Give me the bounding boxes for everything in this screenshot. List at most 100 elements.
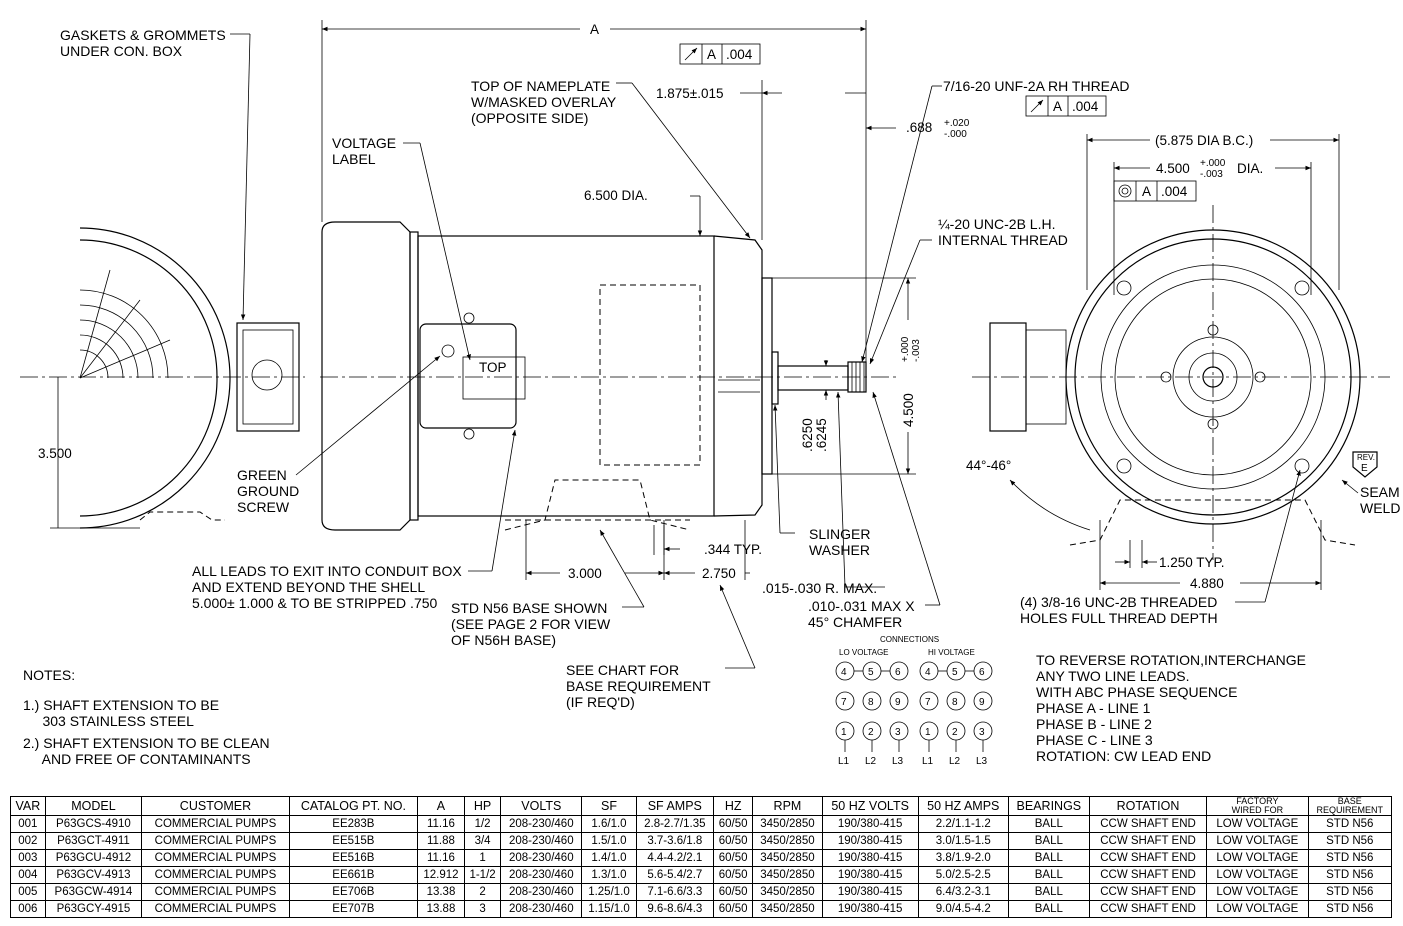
dim-688: .688 (906, 120, 932, 135)
hi-voltage-label: HI VOLTAGE (928, 648, 975, 657)
svg-text:E: E (1361, 463, 1368, 474)
table-cell: 2.2/1.1-1.2 (917, 815, 1009, 833)
terminal-number: 4 (925, 667, 931, 678)
table-cell: 2.8-2.7/1.35 (635, 815, 714, 833)
table-cell: 1.5/1.0 (581, 832, 637, 850)
table-cell: 003 (10, 849, 46, 867)
table-cell: EE707B (288, 900, 419, 918)
table-cell: 3450/2850 (752, 866, 823, 884)
table-cell: COMMERCIAL PUMPS (141, 849, 290, 867)
table-cell: 1/2 (463, 815, 502, 833)
table-cell: LOW VOLTAGE (1206, 900, 1309, 918)
column-header: SF (581, 796, 637, 816)
terminal-number: 1 (841, 727, 847, 738)
table-cell: P63GCU-4912 (44, 849, 143, 867)
std-base-callout: STD N56 BASE SHOWN (SEE PAGE 2 FOR VIEW … (451, 600, 611, 648)
table-cell: EE706B (288, 883, 419, 901)
table-cell: 60/50 (712, 849, 754, 867)
table-cell: 208-230/460 (500, 883, 583, 901)
table-cell: 1-1/2 (463, 866, 502, 884)
table-cell: 004 (10, 866, 46, 884)
svg-text:+.020: +.020 (944, 118, 970, 129)
table-cell: STD N56 (1307, 832, 1393, 850)
side-view (320, 221, 900, 531)
dim-angle: 44°-46° (966, 458, 1011, 473)
dim-344: .344 TYP. (704, 542, 762, 557)
dim-1250: 1.250 TYP. (1159, 555, 1225, 570)
table-cell: BALL (1007, 866, 1090, 884)
table-cell: 006 (10, 900, 46, 918)
green-ground-callout: GREEN GROUND SCREW (237, 467, 300, 515)
table-cell: 1.25/1.0 (581, 883, 637, 901)
table-cell: COMMERCIAL PUMPS (141, 815, 290, 833)
table-cell: COMMERCIAL PUMPS (141, 832, 290, 850)
table-cell: 5.6-5.4/2.7 (635, 866, 714, 884)
table-cell: 3450/2850 (752, 815, 823, 833)
dim-4500-pilot: 4.500 (901, 393, 916, 427)
table-cell: 12.912 (417, 866, 465, 884)
see-chart-callout: SEE CHART FOR BASE REQUIREMENT (IF REQ'D… (566, 662, 711, 710)
table-cell: STD N56 (1307, 900, 1393, 918)
svg-text:-.003: -.003 (1200, 169, 1223, 180)
svg-text:.004: .004 (726, 47, 753, 62)
table-cell: 13.88 (417, 900, 465, 918)
table-cell: 5.0/2.5-2.5 (917, 866, 1009, 884)
gaskets-callout: GASKETS & GROMMETS UNDER CON. BOX (60, 27, 226, 59)
terminal-number: 7 (925, 697, 931, 708)
table-cell: LOW VOLTAGE (1206, 815, 1309, 833)
radius-callout: .015-.030 R. MAX. (762, 580, 878, 596)
column-header: MODEL (44, 796, 143, 816)
table-cell: 4.4-4.2/2.1 (635, 849, 714, 867)
front-end-view (972, 205, 1390, 560)
table-cell: BALL (1007, 883, 1090, 901)
terminal-number: 9 (979, 697, 985, 708)
svg-text:-.003: -.003 (911, 339, 922, 362)
line-label: L3 (892, 756, 904, 767)
terminal-circle (862, 691, 882, 711)
table-cell: LOW VOLTAGE (1206, 832, 1309, 850)
table-cell: LOW VOLTAGE (1206, 866, 1309, 884)
svg-text:.004: .004 (1161, 184, 1188, 199)
terminal-number: 3 (979, 727, 985, 738)
table-cell: STD N56 (1307, 883, 1393, 901)
connections-title: CONNECTIONS (880, 635, 939, 644)
svg-text:+.000: +.000 (1200, 158, 1226, 169)
column-header: ROTATION (1088, 796, 1208, 816)
rear-end-view (20, 227, 305, 529)
table-cell: 60/50 (712, 815, 754, 833)
dim-2750: 2.750 (702, 566, 736, 581)
table-cell: COMMERCIAL PUMPS (141, 866, 290, 884)
table-cell: 3 (463, 900, 502, 918)
table-cell: BALL (1007, 900, 1090, 918)
terminal-number: 9 (895, 697, 901, 708)
table-cell: BALL (1007, 849, 1090, 867)
table-cell: 60/50 (712, 883, 754, 901)
table-cell: 190/380-415 (821, 866, 919, 884)
column-header: 50 HZ AMPS (917, 796, 1009, 816)
table-cell: 11.88 (417, 832, 465, 850)
table-cell: 1.6/1.0 (581, 815, 637, 833)
table-cell: 3/4 (463, 832, 502, 850)
svg-text:REV.: REV. (1357, 453, 1375, 462)
note-2: 2.) SHAFT EXTENSION TO BE CLEAN AND FREE… (23, 735, 270, 767)
voltage-label-callout: VOLTAGE LABEL (332, 135, 397, 167)
line-label: L3 (976, 756, 988, 767)
seam-weld-callout: SEAM WELD (1360, 484, 1401, 516)
table-cell: 2 (463, 883, 502, 901)
table-cell: STD N56 (1307, 815, 1393, 833)
note-1: 1.) SHAFT EXTENSION TO BE 303 STAINLESS … (23, 697, 220, 729)
nameplate-callout: TOP OF NAMEPLATE W/MASKED OVERLAY (OPPOS… (471, 78, 617, 126)
column-header: CATALOG PT. NO. (288, 796, 419, 816)
table-cell: 13.38 (417, 883, 465, 901)
thread-716-callout: 7/16-20 UNF-2A RH THREAD (943, 78, 1130, 94)
line-label: L2 (865, 756, 877, 767)
table-cell: EE515B (288, 832, 419, 850)
table-cell: P63GCW-4914 (44, 883, 143, 901)
